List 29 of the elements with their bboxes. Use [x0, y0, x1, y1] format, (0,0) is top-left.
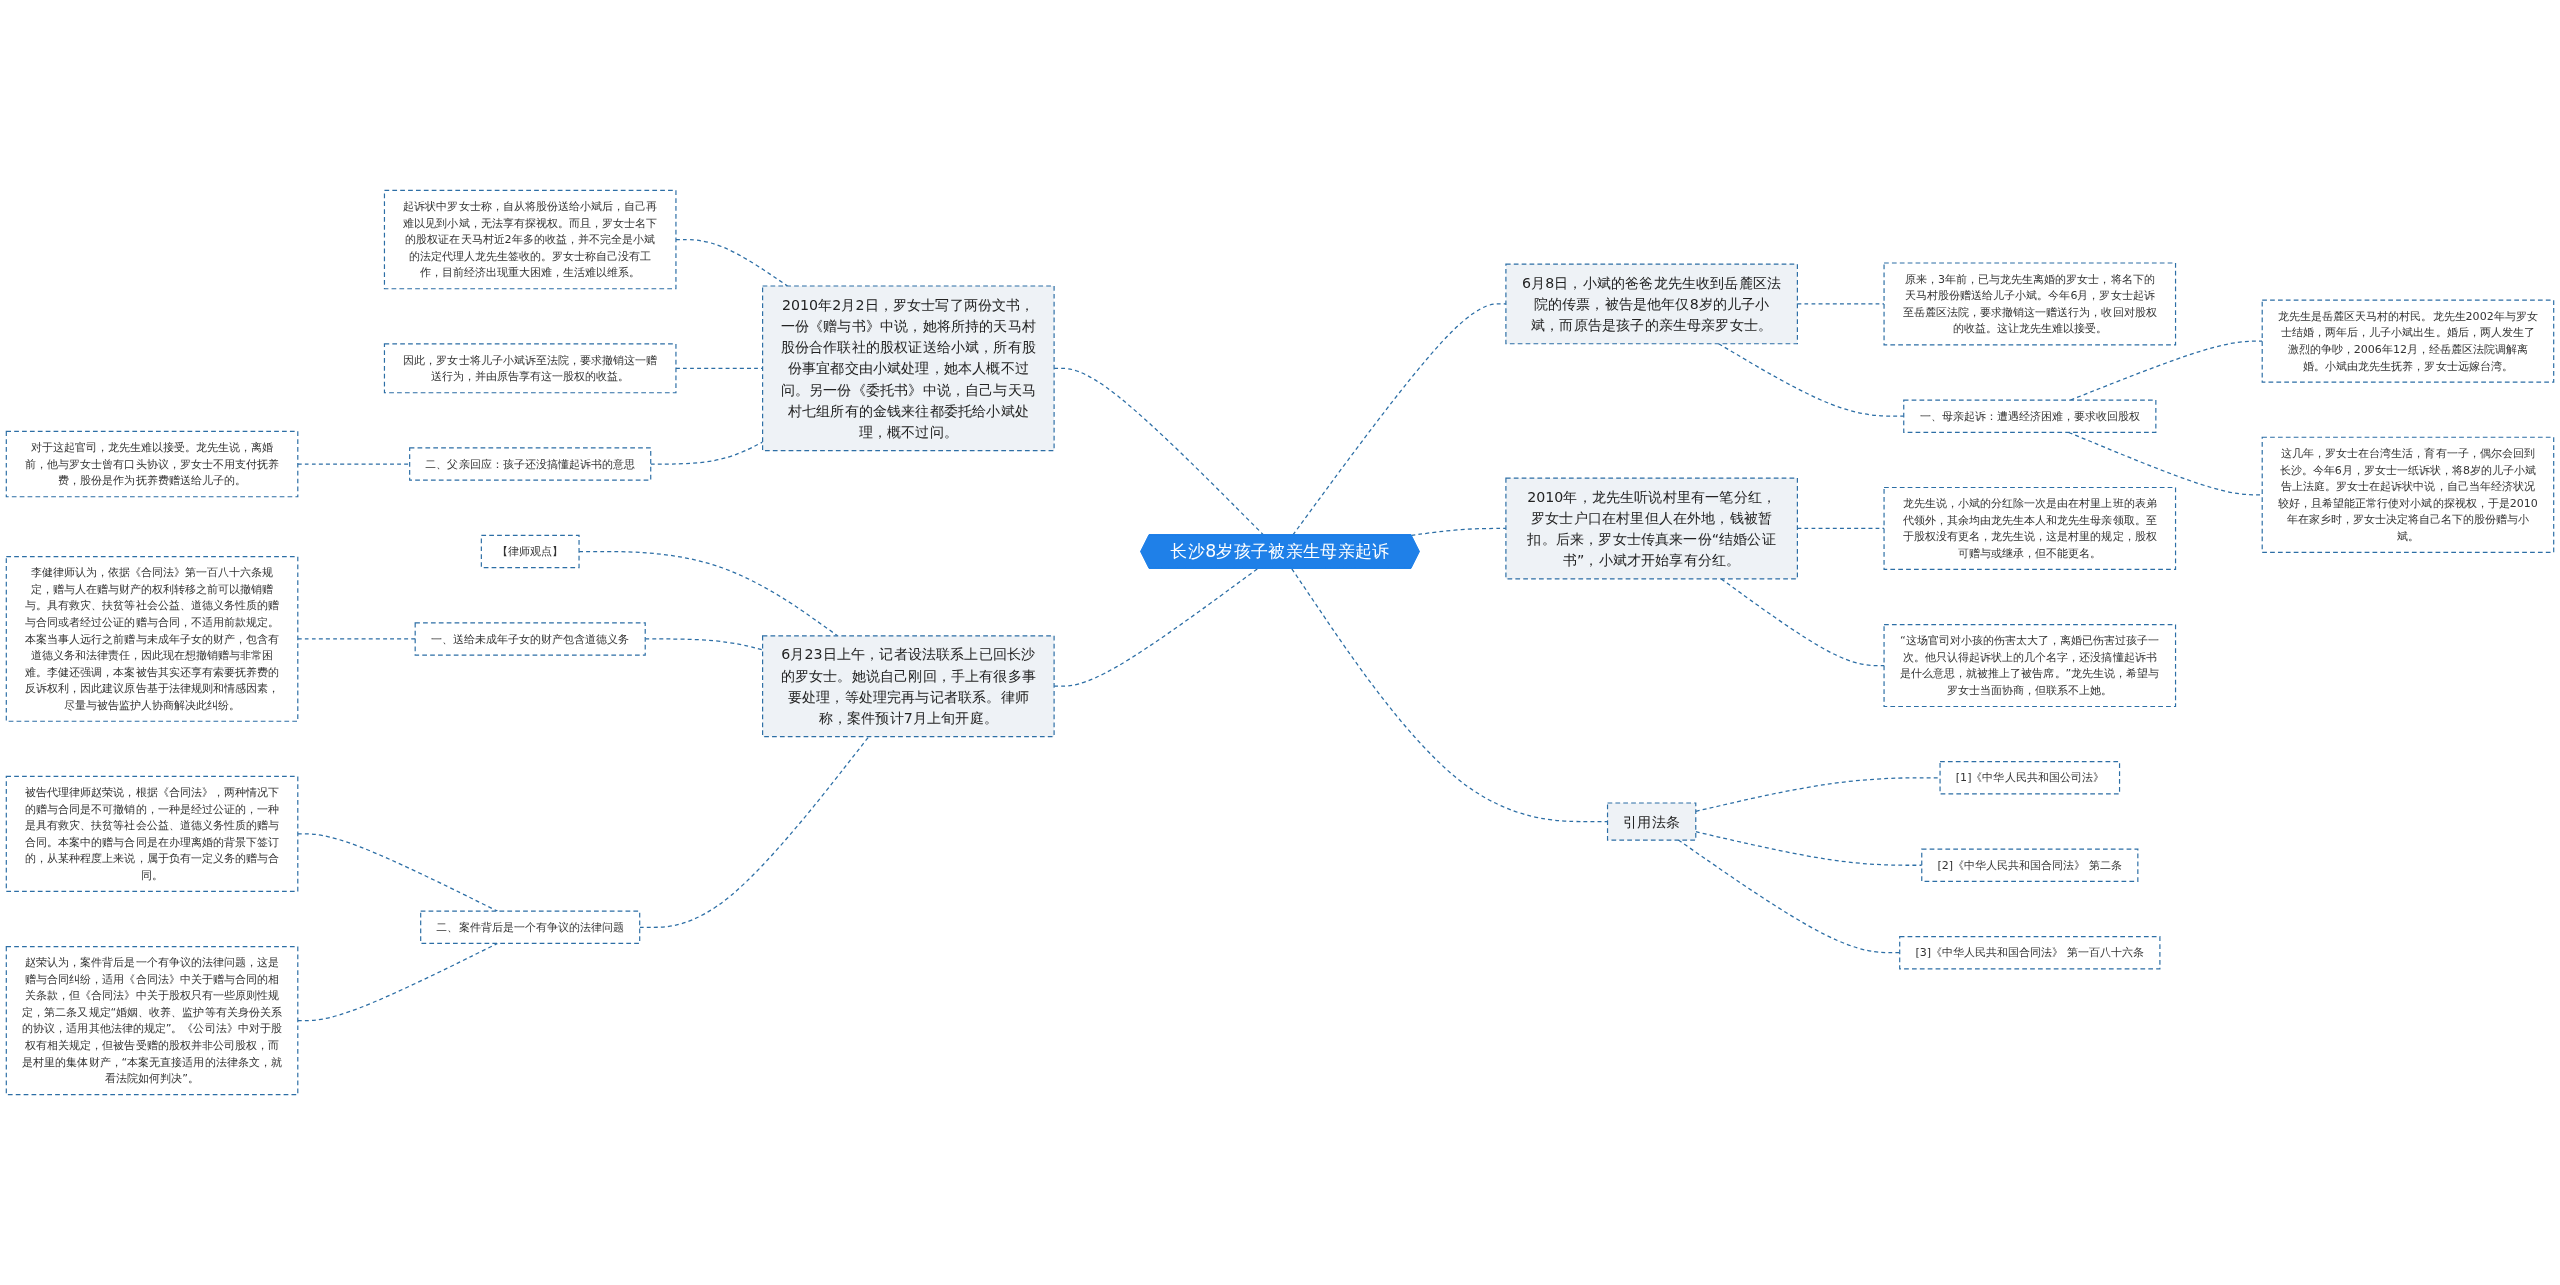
connector	[2069, 340, 2263, 401]
node-box: 6月23日上午，记者设法联系上已回长沙的罗女士。她说自己刚回，手上有很多事要处理，等处理完再与记者联系。律师称，案件预计7月上旬开庭。	[762, 635, 1055, 738]
node-box: 一、送给未成年子女的财产包含道德义务	[414, 622, 646, 656]
node-box: [2]《中华人民共和国合同法》 第二条	[1921, 848, 2139, 882]
node-box: 龙先生说，小斌的分红除一次是由在村里上班的表弟代领外，其余均由龙先生本人和龙先生母亲领取。至于股权没有更名，龙先生说，这是村里的规定，股权可赠与或继承，但不能更名。	[1883, 486, 2177, 570]
node-box: 【律师观点】	[480, 534, 580, 569]
node-box: 被告代理律师赵荣说，根据《合同法》，两种情况下的赠与合同是不可撤销的，一种是经过公证的，一种是具有救灾、扶贫等社会公益、道德义务性质的赠与合同。本案中的赠与合同是在办理离婚的背景下签订的，从某种程度上来说，属于负有一定义务的赠与合同。	[5, 775, 299, 893]
connector	[1695, 777, 1941, 812]
connector	[639, 736, 870, 928]
node-box: 赵荣认为，案件背后是一个有争议的法律问题，这是赠与合同纠纷，适用《合同法》中关于赠与合同的相关条款，但《合同法》中关于股权只有一些原则性规定，第二条又规定“婚姻、收养、监护等有关身份关系的协议，适用其他法律的规定”。《公司法》中对于股权有相关规定，但被告受赠的股权并非公司股权，而是村里的集体财产，“本案无直接适用的法律条文，就看法院如何判决”。	[5, 946, 299, 1096]
connector	[2068, 431, 2263, 496]
node-box: “这场官司对小孩的伤害太大了，离婚已伤害过孩子一次。他只认得起诉状上的几个名字，还没搞懂起诉书是什么意思，就被推上了被告席。”龙先生说，希望与罗女士当面协商，但联系不上她。	[1883, 624, 2177, 708]
node-box: [1]《中华人民共和国公司法》	[1939, 761, 2121, 795]
node-box: [3]《中华人民共和国合同法》 第一百八十六条	[1899, 935, 2161, 970]
node-box: 二、案件背后是一个有争议的法律问题	[420, 910, 641, 945]
node-box: 6月8日，小斌的爸爸龙先生收到岳麓区法院的传票，被告是他年仅8岁的儿子小斌，而原告是孩子的亲生母亲罗女士。	[1505, 263, 1798, 345]
node-box: 对于这起官司，龙先生难以接受。龙先生说，离婚前，他与罗女士曾有口头协议，罗女士不用支付抚养费，股份是作为抚养费赠送给儿子的。	[5, 430, 299, 498]
node-box: 引用法条	[1606, 802, 1697, 841]
node-box: 2010年2月2日，罗女士写了两份文书，一份《赠与书》中说，她将所持的天马村股份合作联社的股权证送给小斌，所有股份事宜都交由小斌处理，她本人概不过问。另一份《委托书》中说，自己与天马村七组所有的金钱来往都委托给小斌处理，概不过问。	[762, 285, 1055, 452]
node-box: 二、父亲回应：孩子还没搞懂起诉书的意思	[409, 447, 652, 481]
node-box: 这几年，罗女士在台湾生活，育有一子，偶尔会回到长沙。今年6月，罗女士一纸诉状，将8岁的儿子小斌告上法庭。罗女士在起诉状中说，自己当年经济状况较好，且希望能正常行使对小斌的探视权，于是2010年在家乡时，罗女士决定将自己名下的股份赠与小斌。	[2261, 436, 2555, 553]
node-box: 龙先生是岳麓区天马村的村民。龙先生2002年与罗女士结婚，两年后，儿子小斌出生。婚后，两人发生了激烈的争吵，2006年12月，经岳麓区法院调解离婚。小斌由龙先生抚养，罗女士远嫁台湾。	[2261, 299, 2555, 383]
node-box: 李健律师认为，依据《合同法》第一百八十六条规定，赠与人在赠与财产的权利转移之前可以撤销赠与。具有救灾、扶贫等社会公益、道德义务性质的赠与合同或者经过公证的赠与合同，不适用前款规定。本案当事人远行之前赠与未成年子女的财产，包含有道德义务和法律责任，因此现在想撤销赠与非常困难。李健还强调，本案被告其实还享有索要抚养费的反诉权利，因此建议原告基于法律规则和情感因素，尽量与被告监护人协商解决此纠纷。	[5, 556, 299, 722]
node-box: 原来，3年前，已与龙先生离婚的罗女士，将名下的天马村股份赠送给儿子小斌。今年6月，罗女士起诉至岳麓区法院，要求撤销这一赠送行为，收回对股权的收益。这让龙先生难以接受。	[1883, 262, 2177, 346]
node-box: 一、母亲起诉：遭遇经济困难，要求收回股权	[1903, 399, 2157, 433]
node-box: 2010年，龙先生听说村里有一笔分红，罗女士户口在村里但人在外地，钱被暂扣。后来，罗女士传真来一份“结婚公证书”，小斌才开始享有分红。	[1505, 477, 1798, 580]
node-box: 起诉状中罗女士称，自从将股份送给小斌后，自己再难以见到小斌，无法享有探视权。而且，罗女士名下的股权证在天马村近2年多的收益，并不完全是小斌的法定代理人龙先生签收的。罗女士称自己没有工作，目前经济出现重大困难，生活难以维系。	[383, 189, 677, 290]
connector	[675, 238, 789, 287]
node-box: 因此，罗女士将儿子小斌诉至法院，要求撤销这一赠送行为，并由原告享有这一股权的收益。	[383, 343, 677, 394]
